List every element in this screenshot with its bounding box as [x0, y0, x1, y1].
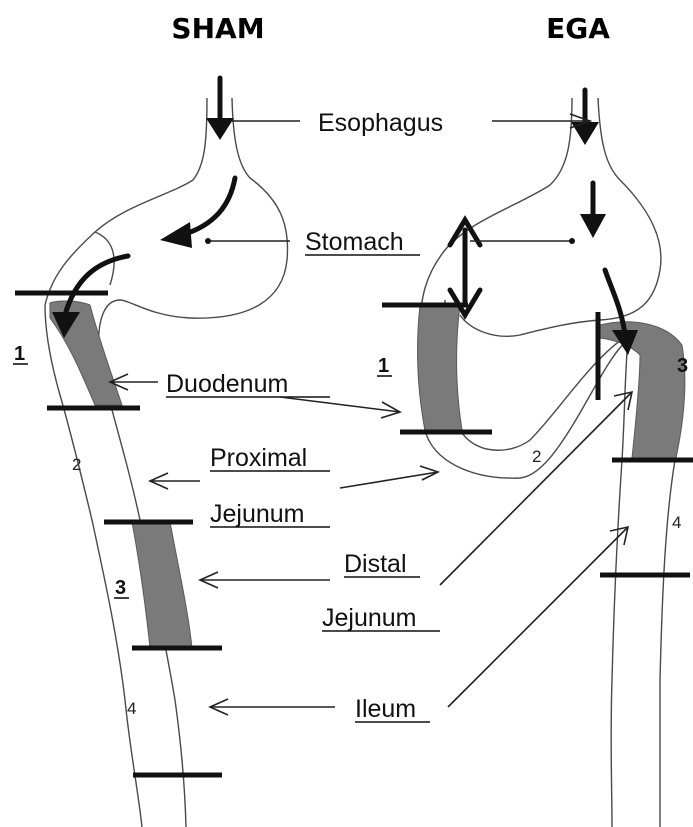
duodenum-pointer-right	[280, 397, 400, 412]
ega-title: EGA	[546, 12, 610, 45]
jejunum-distal-label: Jejunum	[322, 604, 417, 632]
esophagus-label: Esophagus	[318, 109, 443, 137]
sham-esophagus-arrowhead-icon	[206, 118, 234, 140]
ileum-pointer-right	[448, 527, 628, 707]
ega-segment-3-number: 3	[677, 355, 688, 377]
ega-segment-1-number: 1	[378, 355, 389, 377]
jejunum-proximal-label: Jejunum	[210, 500, 305, 528]
sham-title: SHAM	[171, 12, 264, 45]
sham-segment-1-number: 1	[14, 343, 25, 365]
stomach-label: Stomach	[305, 228, 404, 256]
sham-distal-jejunum-segment	[132, 522, 192, 648]
duodenum-label: Duodenum	[166, 370, 288, 398]
ega-distal-jejunum-segment	[600, 322, 685, 458]
ega-segment-2-number: 2	[532, 447, 541, 466]
ega-stomach-arrowhead-icon	[580, 214, 606, 238]
proximal-label: Proximal	[210, 444, 307, 472]
stomach-pointer-right-dot-icon	[569, 238, 575, 244]
sham-segment-4-number: 4	[127, 699, 136, 718]
sham-segment-3-number: 3	[115, 577, 126, 599]
sham-segment-2-number: 2	[72, 455, 81, 474]
distal-label: Distal	[344, 550, 407, 578]
ileum-label: Ileum	[355, 695, 416, 723]
sham-stomach-arrowhead-icon	[160, 222, 192, 248]
distal-pointer-right	[440, 392, 632, 585]
stomach-pointer-left-dot-icon	[205, 238, 211, 244]
ega-duodenum-segment	[418, 305, 462, 430]
ega-segment-4-number: 4	[672, 513, 681, 532]
